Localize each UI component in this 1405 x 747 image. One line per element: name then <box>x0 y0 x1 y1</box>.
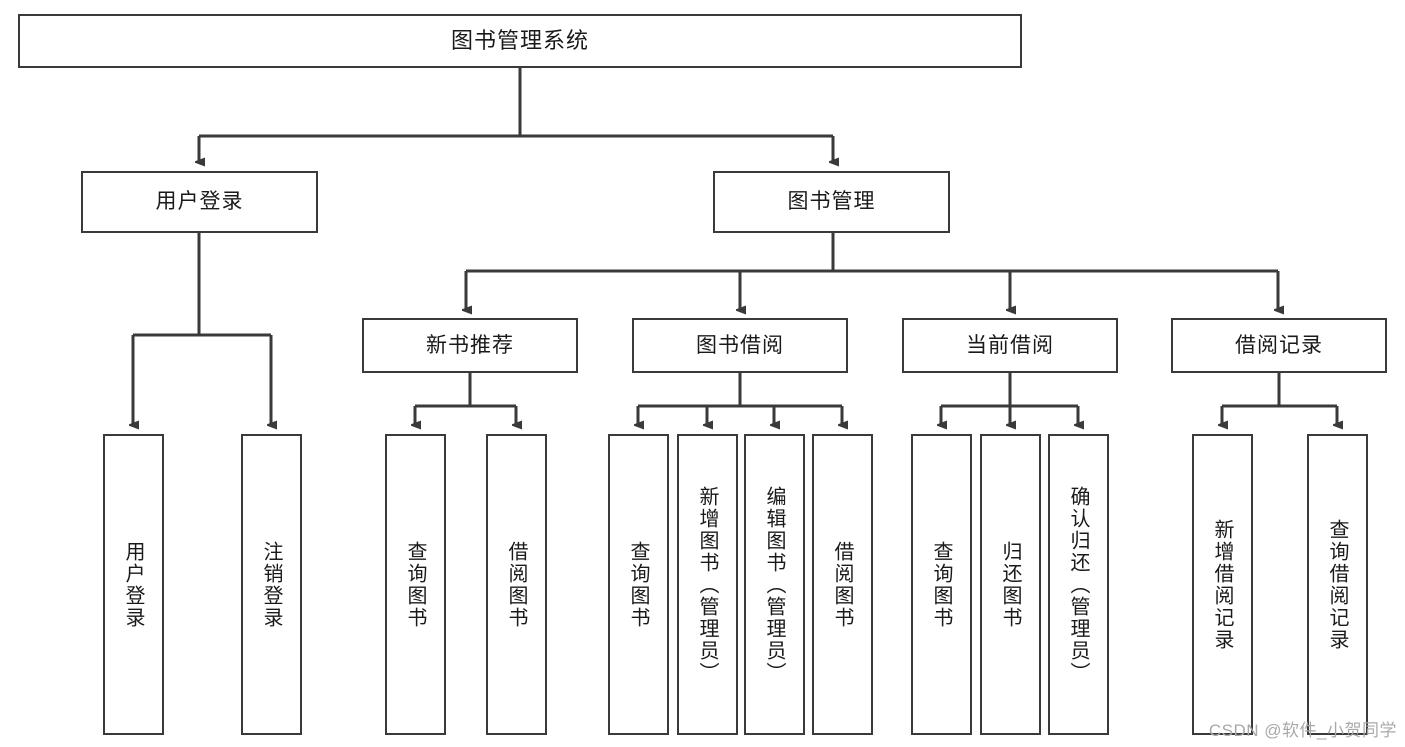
node-root-system[interactable]: 图书管理系统 <box>18 14 1022 68</box>
node-label: 借阅图书 <box>505 540 527 629</box>
node-book-borrow[interactable]: 图书借阅 <box>632 318 848 373</box>
leaf-return-book[interactable]: 归还图书 <box>980 434 1041 735</box>
node-label: 查询借阅记录 <box>1326 518 1348 651</box>
node-label: 借阅记录 <box>1235 333 1323 357</box>
node-label: 查询图书 <box>930 540 952 629</box>
node-label: 借阅图书 <box>831 540 853 629</box>
node-label: 归还图书 <box>999 540 1021 629</box>
node-label: 图书管理系统 <box>450 27 589 53</box>
node-label: 用户登录 <box>155 190 244 214</box>
node-book-management[interactable]: 图书管理 <box>713 171 950 233</box>
watermark-text: CSDN @软件_小贺同学 <box>1208 721 1397 740</box>
leaf-borrow-book[interactable]: 借阅图书 <box>812 434 873 735</box>
leaf-confirm-return[interactable]: 确认归还（管理员） <box>1048 434 1109 735</box>
node-label: 查询图书 <box>627 540 649 629</box>
leaf-user-logout[interactable]: 注销登录 <box>241 434 302 735</box>
leaf-query-book-recommend[interactable]: 查询图书 <box>385 434 446 735</box>
leaf-query-book-current[interactable]: 查询图书 <box>911 434 972 735</box>
node-label: 编辑图书（管理员） <box>763 485 785 684</box>
node-label: 当前借阅 <box>966 333 1054 357</box>
node-label: 新增借阅记录 <box>1211 518 1233 651</box>
node-borrow-record[interactable]: 借阅记录 <box>1171 318 1387 373</box>
node-label: 图书管理 <box>787 190 876 214</box>
node-user-login[interactable]: 用户登录 <box>81 171 318 233</box>
leaf-edit-book[interactable]: 编辑图书（管理员） <box>744 434 805 735</box>
node-current-borrow[interactable]: 当前借阅 <box>902 318 1118 373</box>
leaf-query-book-borrow[interactable]: 查询图书 <box>608 434 669 735</box>
node-label: 图书借阅 <box>696 333 784 357</box>
node-label: 查询图书 <box>404 540 426 629</box>
node-label: 注销登录 <box>260 540 282 629</box>
node-label: 用户登录 <box>122 540 144 629</box>
node-label: 确认归还（管理员） <box>1067 485 1089 684</box>
leaf-add-book[interactable]: 新增图书（管理员） <box>677 434 738 735</box>
node-label: 新书推荐 <box>426 333 514 357</box>
leaf-add-borrow-record[interactable]: 新增借阅记录 <box>1192 434 1253 735</box>
leaf-query-borrow-record[interactable]: 查询借阅记录 <box>1307 434 1368 735</box>
leaf-user-login[interactable]: 用户登录 <box>103 434 164 735</box>
leaf-borrow-book-recommend[interactable]: 借阅图书 <box>486 434 547 735</box>
node-new-book-recommend[interactable]: 新书推荐 <box>362 318 578 373</box>
node-label: 新增图书（管理员） <box>696 485 718 684</box>
